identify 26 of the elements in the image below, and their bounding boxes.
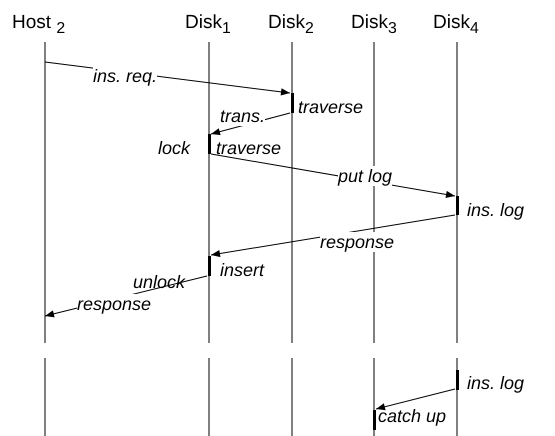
- step-label: ins. log: [467, 200, 524, 220]
- step-label: unlock: [133, 272, 186, 292]
- activation-bar: [456, 370, 459, 390]
- activation-bar: [456, 196, 459, 215]
- edge-label: response: [320, 232, 394, 252]
- edge-label: put log: [338, 166, 392, 186]
- lifeline-header: Disk$_{2}$: [268, 12, 314, 40]
- step-label: lock: [158, 138, 190, 158]
- lifeline: [44, 42, 46, 344]
- message-arrow: [210, 214, 456, 258]
- message-arrow: [376, 388, 456, 410]
- lifeline-header: Disk$_{1}$: [185, 12, 231, 40]
- edge-label: response: [77, 294, 152, 314]
- activation-bar: [208, 256, 211, 276]
- activation-bar: [291, 93, 294, 113]
- lifeline-header: Host $_{2}$: [12, 12, 66, 40]
- activation-bar: [208, 134, 211, 154]
- step-label: ins. log: [467, 373, 524, 393]
- lifeline-header: Disk$_{3}$: [351, 12, 397, 40]
- step-label: traverse: [216, 138, 282, 158]
- edge-label: ins. req.: [93, 66, 158, 86]
- step-label: traverse: [298, 97, 364, 117]
- step-label: insert: [220, 260, 264, 280]
- step-label: catch up: [378, 406, 446, 426]
- lifeline-header: Disk$_{4}$: [433, 12, 479, 40]
- activation-bar: [373, 410, 376, 430]
